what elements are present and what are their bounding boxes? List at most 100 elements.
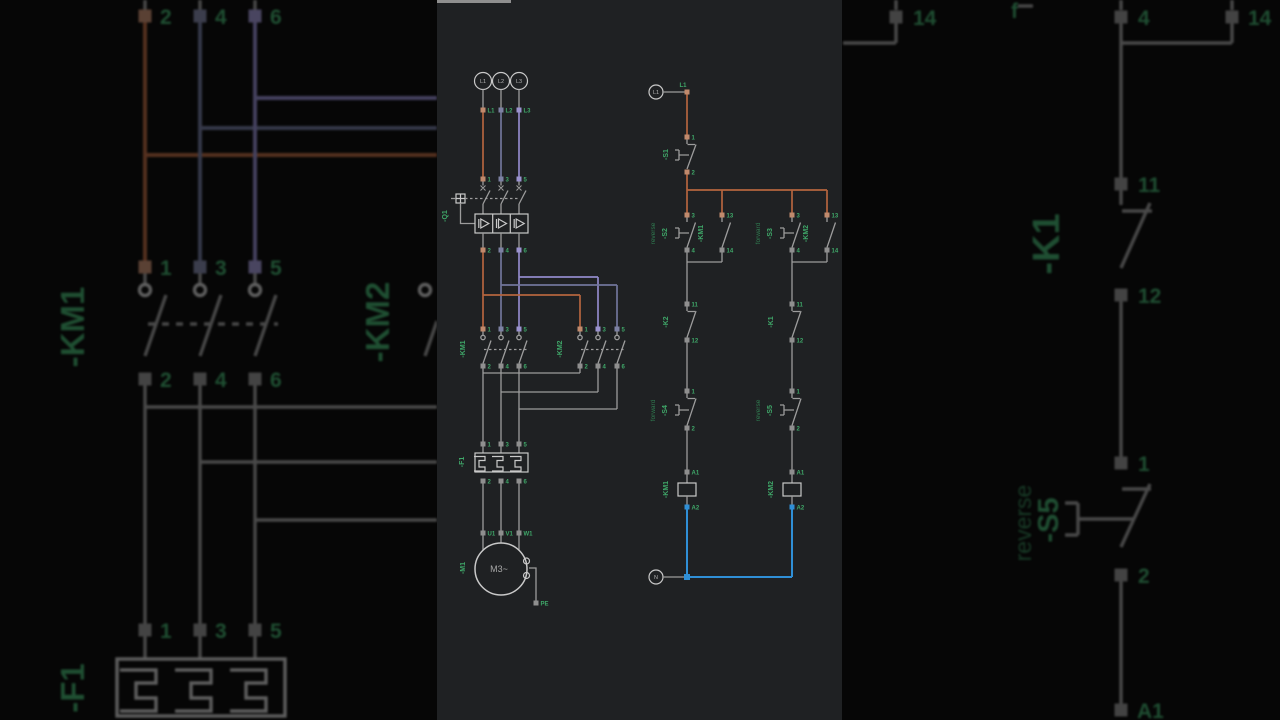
terminal-number: 13: [832, 214, 839, 220]
km2-aux-contact: -KM2 14: [791, 217, 839, 302]
reverse-word: reverse: [1010, 485, 1036, 562]
background-left-zoom: 2 4 6 1 3 5 -KM1 -KM2 2 4 6 1 3 5: [54, 0, 437, 718]
motor-terminal-label: W1: [524, 532, 534, 538]
motor-terminal-label: V1: [506, 532, 514, 538]
terminal-number: 2: [797, 427, 801, 433]
terminal-number: 1: [160, 620, 172, 643]
f1-label: -F1: [54, 663, 91, 713]
terminal-number: 1: [1138, 453, 1150, 476]
q1-label: -Q1: [442, 210, 449, 222]
terminal-number: 2: [1138, 565, 1150, 588]
terminal-number: 2: [488, 249, 492, 255]
terminal-number: 1: [488, 443, 492, 449]
km1-aux-label: -KM1: [698, 225, 705, 242]
km1-aux-contact: -KM1 14: [686, 217, 734, 302]
terminal-number: 14: [1248, 7, 1272, 30]
terminal-number: 1: [692, 390, 696, 396]
terminal-number: 1: [797, 390, 801, 396]
terminal-number: 11: [1138, 174, 1161, 197]
terminal-number: 4: [506, 480, 510, 486]
km2-coil-label: -KM2: [768, 481, 775, 498]
terminal-number: 1: [692, 136, 696, 142]
pe-terminal-label: PE: [541, 602, 549, 608]
background-right-zoom: 14 f 4 14 11 -K1 12 1 reverse -S5 2 A1: [843, 0, 1272, 720]
s5-word: reverse: [755, 399, 762, 421]
terminal-number: 3: [506, 178, 510, 184]
terminal-number: 5: [524, 443, 528, 449]
contactor-km2-main: 1 3 5 -KM2 2 4 6: [557, 326, 626, 371]
km2-label: -KM2: [359, 282, 396, 363]
terminal-number: 3: [603, 328, 607, 334]
reverse-button-s2: reverse -S2 4: [650, 217, 697, 255]
km2-coil: A1 -KM2 A2: [768, 469, 805, 512]
terminal-number: 4: [603, 365, 607, 371]
terminal-number: 5: [622, 328, 626, 334]
terminal-number: 3: [506, 328, 510, 334]
source-circle-label: L2: [498, 79, 504, 85]
motor-label: -M1: [460, 562, 467, 574]
terminal-number: A1: [1137, 700, 1164, 720]
terminal-number: 5: [270, 257, 282, 280]
km1-coil-label: -KM1: [663, 481, 670, 498]
terminal-number: 4: [797, 249, 801, 255]
s5-label: -S5: [767, 405, 774, 416]
s2-label: -S2: [662, 228, 669, 239]
terminal-number: 1: [160, 257, 172, 280]
terminal-number: A2: [797, 506, 805, 512]
km2-aux-label: -KM2: [803, 225, 810, 242]
km1-label: -KM1: [54, 287, 91, 368]
terminal-number: 2: [585, 365, 589, 371]
terminal-number: 14: [727, 249, 734, 255]
terminal-number: 6: [270, 6, 282, 29]
terminal-number: 5: [524, 328, 528, 334]
bg-right-k1-contact: 11 -K1 12: [1026, 174, 1161, 457]
terminal-number: 1: [488, 328, 492, 334]
bg-right-top-wiring: 14 f 4 14: [843, 0, 1272, 178]
terminal-number: 4: [215, 6, 227, 29]
terminal-number: 2: [488, 480, 492, 486]
terminal-number: 3: [506, 443, 510, 449]
k1-label: -K1: [1026, 213, 1068, 274]
k2-label: -K2: [663, 316, 670, 327]
video-progress-bar[interactable]: [437, 0, 511, 3]
terminal-number: 14: [832, 249, 839, 255]
s4-word: forward: [650, 399, 657, 421]
terminal-label: L3: [524, 109, 532, 115]
bg-right-s5-button: 1 reverse -S5 2 A1: [1010, 453, 1164, 720]
terminal-number: 12: [797, 339, 804, 345]
s3-word: forward: [755, 222, 762, 244]
contactor-km1-main: 1 3 5 -KM1 2 4 6: [460, 326, 528, 371]
motor-terminal-label: U1: [488, 532, 496, 538]
bg-left-km1-contacts: 1 3 5 -KM1 -KM2: [54, 257, 437, 367]
terminal-number: 2: [692, 427, 696, 433]
terminal-number: 3: [215, 257, 227, 280]
terminal-number: 4: [506, 365, 510, 371]
terminal-number: 6: [270, 369, 282, 392]
control-source-circle-label: L1: [653, 90, 659, 96]
s3-label: -S3: [767, 228, 774, 239]
k1-interlock-contact: 11 -K1 12: [768, 301, 804, 389]
terminal-number: 2: [488, 365, 492, 371]
s1-label: -S1: [663, 149, 670, 160]
terminal-number: 12: [1138, 285, 1161, 308]
video-content[interactable]: L1 L2 L3 L1 L2 L3 1 3 5: [437, 0, 842, 720]
control-rail-wiring: 3 13 3 13: [684, 174, 839, 220]
terminal-number: 5: [524, 178, 528, 184]
motor-designation: M3~: [490, 564, 508, 574]
terminal-number: 4: [692, 249, 696, 255]
forward-stop-button-s4: 1 forward -S4 2: [650, 388, 697, 470]
terminal-number: 14: [913, 7, 937, 30]
forward-label-partial: f: [1011, 0, 1019, 23]
s4-label: -S4: [662, 405, 669, 416]
terminal-number: 4: [1138, 7, 1150, 30]
s2-word: reverse: [650, 222, 657, 244]
km1-coil: A1 -KM1 A2: [663, 469, 700, 512]
terminal-number: 6: [524, 249, 528, 255]
terminal-number: 3: [215, 620, 227, 643]
bg-left-wires: [143, 0, 437, 261]
s5-label: -S5: [1033, 497, 1065, 542]
terminal-number: 6: [524, 480, 528, 486]
f1-label: -F1: [459, 457, 466, 468]
neutral-circle-label: N: [654, 575, 658, 581]
